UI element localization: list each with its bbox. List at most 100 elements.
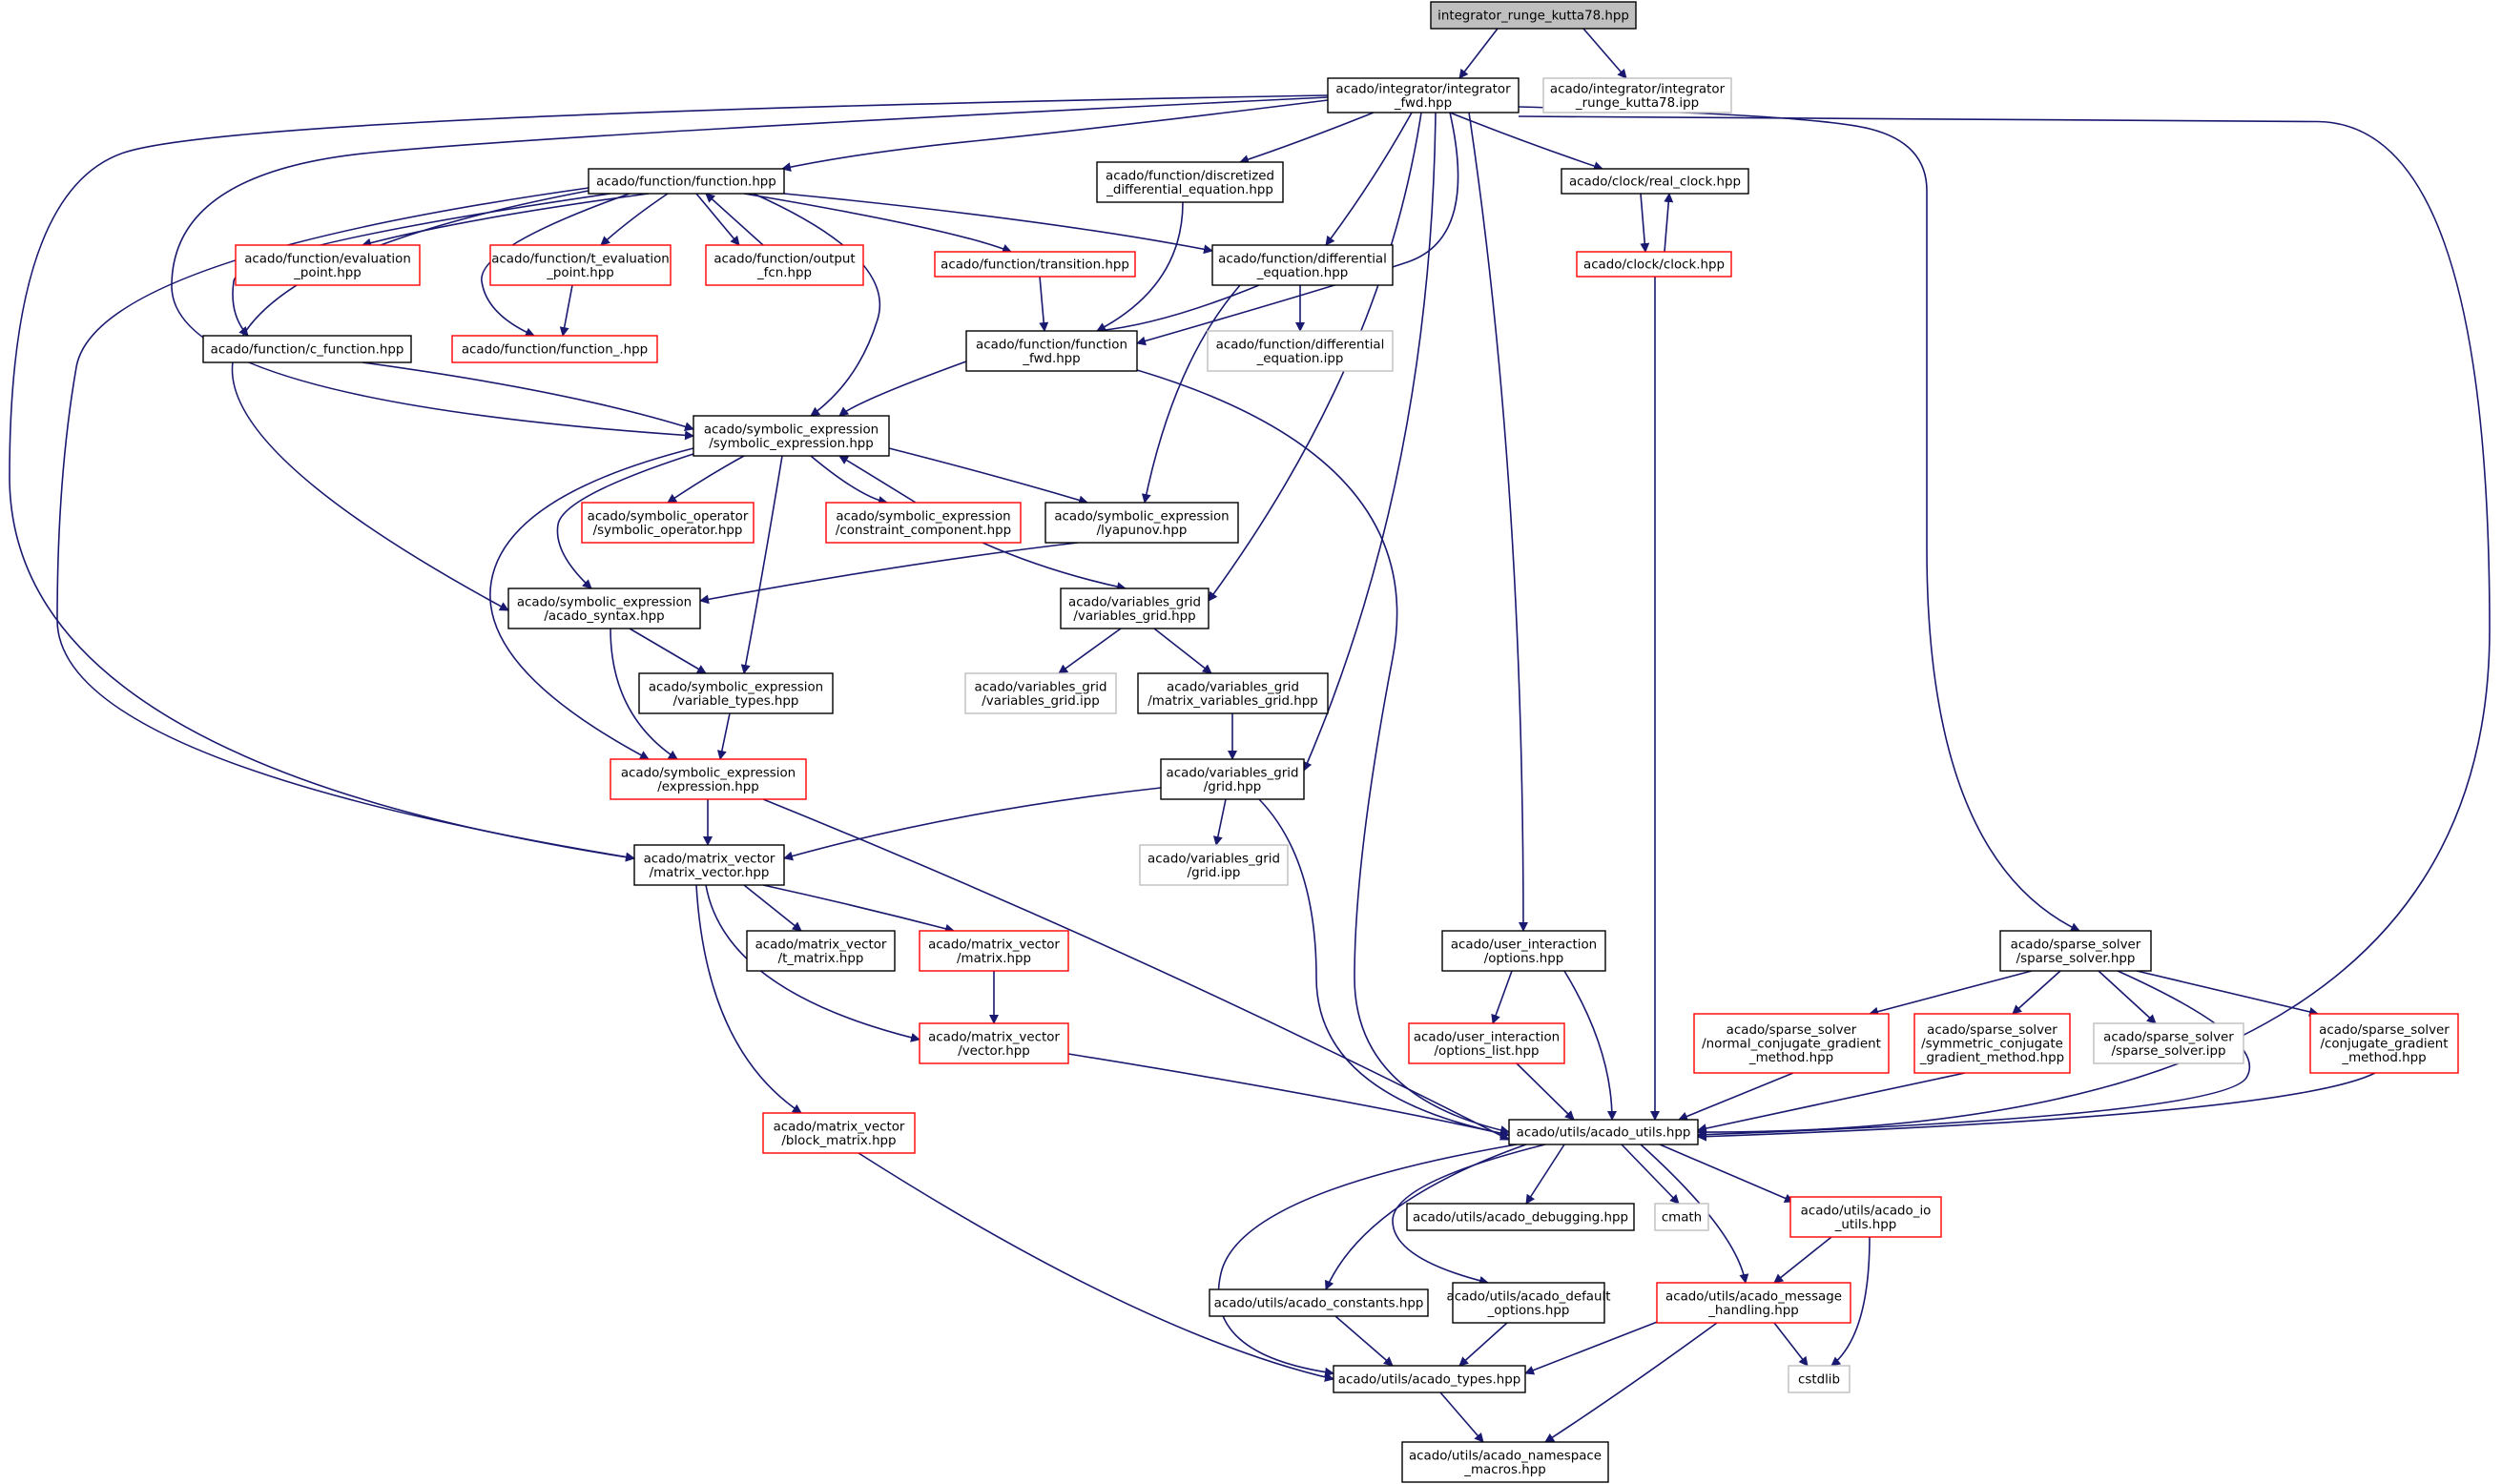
node-evalpt[interactable]: acado/function/evaluation_point.hpp (235, 244, 421, 286)
node-box (610, 758, 807, 800)
node-cmath[interactable]: cmath (1654, 1203, 1709, 1231)
edge-cfunc-to-symexpr (362, 361, 694, 432)
node-tevalpt[interactable]: acado/function/t_evaluation_point.hpp (489, 244, 672, 286)
node-label-line: cmath (1662, 1211, 1702, 1226)
node-lyap[interactable]: acado/symbolic_expression/lyapunov.hpp (1044, 502, 1239, 544)
node-constr[interactable]: acado/symbolic_expression/constraint_com… (825, 502, 1022, 544)
edge-grid-to-mv (783, 787, 1162, 861)
node-ifwd[interactable]: acado/integrator/integrator_fwd.hpp (1327, 77, 1520, 113)
edge-ifwd-to-disc (1239, 112, 1375, 164)
node-cg[interactable]: acado/sparse_solver/conjugate_gradient_m… (2309, 1013, 2459, 1074)
node-normcg[interactable]: acado/sparse_solver/normal_conjugate_gra… (1693, 1013, 1890, 1074)
edge-ifwd-to-func (781, 99, 1329, 173)
edge-vartypes-to-expression (716, 712, 731, 760)
node-label-line: /constraint_component.hpp (836, 524, 1011, 538)
node-box (1693, 1013, 1890, 1074)
node-label-line: acado/matrix_vector (644, 852, 775, 866)
node-ipp78[interactable]: acado/integrator/integrator_runge_kutta7… (1542, 77, 1732, 113)
node-diffipp[interactable]: acado/function/differential_equation.ipp (1207, 330, 1394, 372)
node-mvgrid[interactable]: acado/variables_grid/matrix_variables_gr… (1137, 672, 1329, 714)
node-label-line: acado/symbolic_expression (649, 680, 823, 694)
node-debug[interactable]: acado/utils/acado_debugging.hpp (1406, 1203, 1635, 1231)
node-label-line: /options_list.hpp (1435, 1044, 1540, 1059)
edge-symexpr-to-vartypes (740, 455, 783, 674)
node-sparseipp[interactable]: acado/sparse_solver/sparse_solver.ipp (2093, 1022, 2244, 1064)
node-symcg[interactable]: acado/sparse_solver/symmetric_conjugate_… (1913, 1013, 2071, 1074)
node-cfunc[interactable]: acado/function/c_function.hpp (202, 335, 412, 363)
node-tmatrix[interactable]: acado/matrix_vector/t_matrix.hpp (746, 930, 896, 972)
node-defopts[interactable]: acado/utils/acado_default_options.hpp (1447, 1282, 1611, 1324)
node-sparse[interactable]: acado/sparse_solver/sparse_solver.hpp (1999, 930, 2152, 972)
edge-utils-to-msg (1640, 1144, 1749, 1284)
node-root[interactable]: integrator_runge_kutta78.hpp (1430, 1, 1637, 30)
node-diffeq[interactable]: acado/function/differential_equation.hpp (1211, 244, 1394, 286)
node-realclock[interactable]: acado/clock/real_clock.hpp (1561, 168, 1749, 195)
node-label-line: acado/symbolic_expression (1054, 509, 1229, 524)
node-box (1207, 330, 1394, 372)
node-box (1160, 758, 1305, 800)
node-syntax[interactable]: acado/symbolic_expression/acado_syntax.h… (507, 587, 701, 629)
node-vector[interactable]: acado/matrix_vector/vector.hpp (919, 1022, 1069, 1064)
node-func[interactable]: acado/function/function.hpp (588, 168, 785, 195)
node-box (1211, 244, 1394, 286)
node-label-line: acado/matrix_vector (928, 1030, 1060, 1044)
node-layer: integrator_runge_kutta78.hpp acado/integr… (202, 1, 2459, 1483)
node-nsmacros[interactable]: acado/utils/acado_namespace_macros.hpp (1401, 1441, 1609, 1483)
node-label-line: acado/sparse_solver (1927, 1023, 2057, 1038)
edge-mv-to-tmatrix (743, 884, 802, 932)
node-funcfwd[interactable]: acado/function/function_fwd.hpp (965, 330, 1138, 372)
edge-types-to-nsmacros (1439, 1391, 1484, 1443)
node-label-line: _fcn.hpp (756, 266, 812, 280)
node-box (633, 844, 785, 886)
node-box (1656, 1282, 1851, 1324)
node-label-line: /conjugate_gradient (2320, 1038, 2448, 1052)
node-symop[interactable]: acado/symbolic_operator/symbolic_operato… (581, 502, 755, 544)
node-outfcn[interactable]: acado/function/output_fcn.hpp (705, 244, 864, 286)
node-optlist[interactable]: acado/user_interaction/options_list.hpp (1408, 1022, 1565, 1064)
node-disc[interactable]: acado/function/discretized_differential_… (1096, 161, 1284, 203)
node-utils[interactable]: acado/utils/acado_utils.hpp (1508, 1119, 1699, 1145)
edge-transition-to-funcfwd (1039, 276, 1049, 332)
node-grid[interactable]: acado/variables_grid/grid.hpp (1160, 758, 1305, 800)
node-msg[interactable]: acado/utils/acado_message_handling.hpp (1656, 1282, 1851, 1324)
edge-utils-to-types (1217, 1144, 1518, 1377)
node-funcunder[interactable]: acado/function/function_.hpp (451, 335, 658, 363)
node-vartypes[interactable]: acado/symbolic_expression/variable_types… (638, 672, 834, 714)
node-matrix[interactable]: acado/matrix_vector/matrix.hpp (919, 930, 1069, 972)
node-box (507, 587, 701, 629)
edge-ioutils-to-cstdlib (1830, 1236, 1871, 1367)
node-box (489, 244, 672, 286)
edge-msg-to-types (1524, 1320, 1661, 1375)
node-ioutils[interactable]: acado/utils/acado_io_utils.hpp (1789, 1196, 1942, 1238)
node-gridipp[interactable]: acado/variables_grid/grid.ipp (1139, 844, 1289, 886)
node-clock[interactable]: acado/clock/clock.hpp (1576, 251, 1732, 278)
node-label-line: _equation.hpp (1256, 266, 1349, 280)
node-symexpr[interactable]: acado/symbolic_expression/symbolic_expre… (693, 415, 890, 457)
node-vgridipp[interactable]: acado/variables_grid/variables_grid.ipp (964, 672, 1117, 714)
edge-ifwd-to-funcfwd (1136, 112, 1459, 346)
node-expression[interactable]: acado/symbolic_expression/expression.hpp (610, 758, 807, 800)
node-box (693, 415, 890, 457)
edge-optlist-to-utils (1516, 1062, 1575, 1121)
node-label-line: acado/function/function.hpp (596, 175, 776, 190)
node-label-line: /matrix_vector.hpp (650, 866, 770, 880)
node-mv[interactable]: acado/matrix_vector/matrix_vector.hpp (633, 844, 785, 886)
node-label-line: _equation.ipp (1256, 352, 1344, 366)
node-label-line: acado/function/function_.hpp (462, 343, 648, 358)
edge-disc-to-funcfwd (1096, 201, 1184, 332)
edge-func-to-evalpt (362, 193, 650, 248)
node-options[interactable]: acado/user_interaction/options.hpp (1441, 930, 1606, 972)
node-types[interactable]: acado/utils/acado_types.hpp (1333, 1365, 1526, 1393)
node-block[interactable]: acado/matrix_vector/block_matrix.hpp (762, 1112, 916, 1154)
node-label-line: acado/utils/acado_message (1665, 1289, 1842, 1304)
node-transition[interactable]: acado/function/transition.hpp (934, 251, 1136, 278)
node-label-line: acado/symbolic_expression (836, 509, 1010, 524)
node-label-line: acado/variables_grid (975, 680, 1107, 694)
node-vgrid[interactable]: acado/variables_grid/variables_grid.hpp (1060, 587, 1210, 629)
node-constants[interactable]: acado/utils/acado_constants.hpp (1209, 1288, 1429, 1317)
node-box (1327, 77, 1520, 113)
node-cstdlib[interactable]: cstdlib (1788, 1365, 1851, 1393)
node-label-line: acado/variables_grid (1167, 680, 1299, 694)
edge-func-to-funcunder (481, 193, 631, 337)
